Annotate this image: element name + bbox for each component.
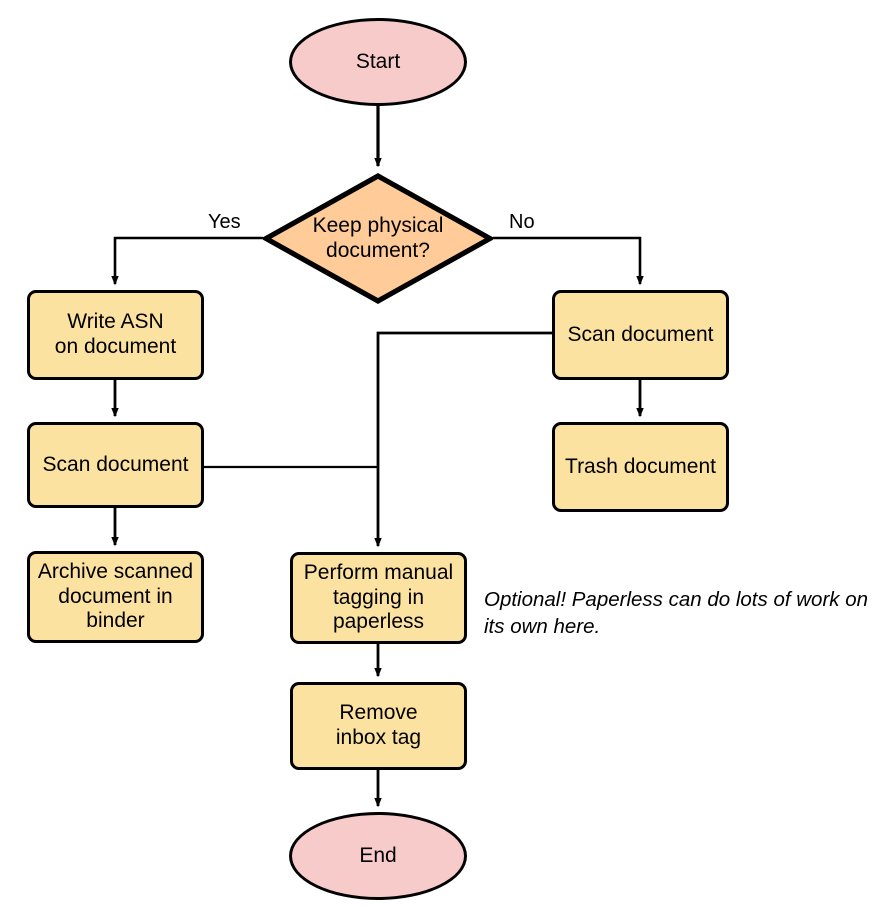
node-remove-inbox-tag-label: Remove inbox tag — [335, 701, 422, 749]
node-keep-physical-document[interactable]: Keep physical document? — [263, 173, 493, 304]
node-write-asn-on-document[interactable]: Write ASN on document — [27, 290, 204, 380]
edge-label-yes: Yes — [208, 211, 241, 233]
node-remove-inbox-tag[interactable]: Remove inbox tag — [290, 682, 467, 770]
node-scan-document-left-label: Scan document — [42, 452, 189, 476]
node-keep-physical-document-label: Keep physical document? — [312, 213, 444, 262]
node-write-asn-on-document-label: Write ASN on document — [54, 310, 177, 358]
connector-decision-yes — [111, 236, 263, 286]
node-archive-scanned-document-in-binder[interactable]: Archive scanned document in binder — [27, 551, 204, 643]
node-start[interactable]: Start — [289, 18, 467, 106]
diamond-shape — [263, 173, 493, 304]
connector-decision-no — [493, 236, 644, 286]
node-end[interactable]: End — [289, 812, 467, 900]
node-end-label: End — [359, 843, 397, 867]
connector-scan-right-to-tagging — [374, 331, 552, 548]
node-scan-document-left[interactable]: Scan document — [27, 422, 204, 508]
node-scan-document-right-label: Scan document — [567, 322, 714, 346]
node-perform-manual-tagging[interactable]: Perform manual tagging in paperless — [290, 552, 467, 644]
node-start-label: Start — [355, 49, 401, 73]
node-archive-scanned-document-in-binder-label: Archive scanned document in binder — [37, 559, 194, 633]
node-perform-manual-tagging-label: Perform manual tagging in paperless — [303, 560, 454, 634]
node-trash-document-label: Trash document — [565, 454, 716, 478]
optional-note: Optional! Paperless can do lots of work … — [484, 588, 869, 639]
node-scan-document-right[interactable]: Scan document — [552, 290, 729, 380]
node-trash-document[interactable]: Trash document — [552, 422, 729, 512]
edge-label-no: No — [509, 211, 535, 233]
